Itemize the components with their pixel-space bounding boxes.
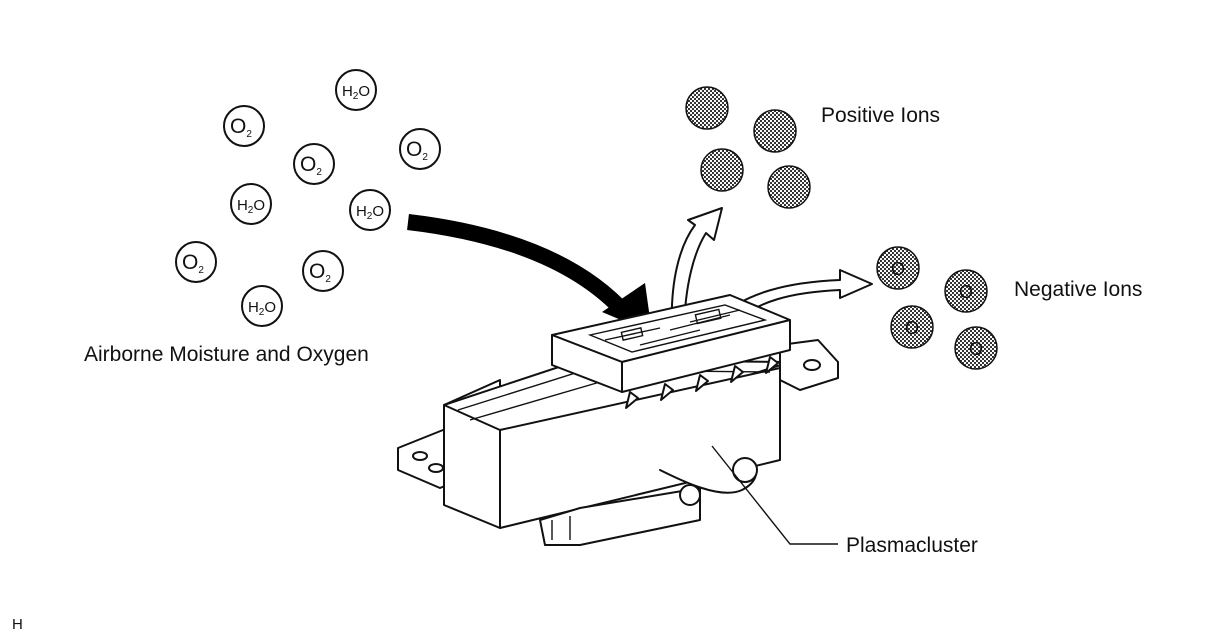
plasmacluster-device — [397, 294, 839, 546]
negative-ions: O O O O — [876, 246, 998, 370]
svg-text:O2: O2 — [230, 115, 252, 140]
positive-ion — [753, 109, 797, 153]
svg-text:O2: O2 — [406, 138, 428, 163]
positive-ion — [767, 165, 811, 209]
airborne-molecules: H2O O2 O2 O2 H2O H2O O2 O2 — [175, 69, 441, 327]
svg-text:H2O: H2O — [356, 203, 384, 222]
oxygen-molecule: O2 — [175, 241, 217, 283]
svg-text:H2O: H2O — [237, 197, 265, 216]
positive-ions — [685, 86, 811, 209]
svg-text:H2O: H2O — [342, 83, 370, 102]
plasmacluster-label: Plasmacluster — [846, 534, 978, 557]
positive-ion-outflow-arrow — [670, 207, 723, 331]
svg-text:O2: O2 — [300, 153, 322, 178]
water-molecule: H2O — [241, 285, 283, 327]
oxygen-molecule: O2 — [293, 143, 335, 185]
water-molecule: H2O — [230, 183, 272, 225]
positive-ions-label: Positive Ions — [821, 104, 940, 127]
negative-ion: O — [876, 246, 920, 290]
negative-ion: O — [890, 305, 934, 349]
corner-mark: H — [12, 616, 23, 633]
plasmacluster-leader-line — [711, 445, 838, 545]
oxygen-molecule: O2 — [302, 250, 344, 292]
negative-ion: O — [944, 269, 988, 313]
oxygen-molecule: O2 — [399, 128, 441, 170]
svg-text:O: O — [905, 318, 919, 338]
svg-text:O2: O2 — [182, 251, 204, 276]
svg-text:O: O — [969, 339, 983, 359]
svg-text:O2: O2 — [309, 260, 331, 285]
intake-arrow — [407, 214, 652, 333]
water-molecule: H2O — [335, 69, 377, 111]
svg-text:H2O: H2O — [248, 299, 276, 318]
positive-ion — [685, 86, 729, 130]
water-molecule: H2O — [349, 189, 391, 231]
positive-ion — [700, 148, 744, 192]
negative-ion: O — [954, 326, 998, 370]
negative-ions-label: Negative Ions — [1014, 278, 1142, 301]
oxygen-molecule: O2 — [223, 105, 265, 147]
svg-text:O: O — [959, 282, 973, 302]
airborne-label: Airborne Moisture and Oxygen — [84, 343, 369, 366]
svg-text:O: O — [891, 259, 905, 279]
